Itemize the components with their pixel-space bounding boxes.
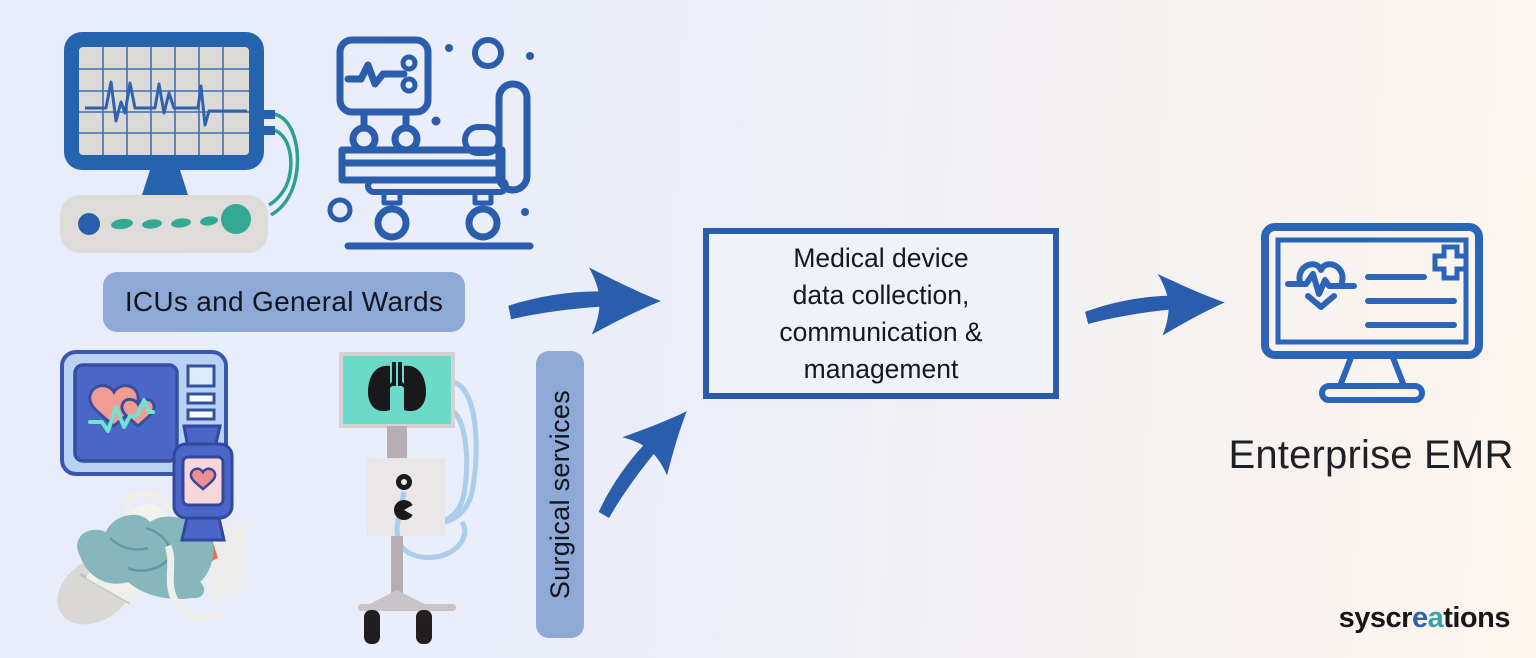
logo-letter-a: a — [1427, 602, 1444, 634]
ultrasound-probe-hand-illustration — [57, 490, 248, 625]
patient-monitor-illustration — [60, 32, 300, 253]
smartwatch-icon — [172, 424, 234, 542]
logo-text: syscr — [1338, 602, 1413, 634]
process-hub-line: management — [803, 353, 959, 384]
hub-to-emr-arrow — [1085, 274, 1225, 336]
logo-text: tions — [1443, 602, 1510, 634]
surgical-to-hub-arrow — [572, 392, 712, 518]
emr-monitor-icon — [1261, 223, 1483, 403]
icu-wards-label-text: ICUs and General Wards — [124, 286, 444, 317]
syscreations-logo: syscreations — [1338, 602, 1511, 635]
icu-to-hub-arrow — [508, 267, 661, 335]
process-hub-line: data collection, — [792, 279, 970, 310]
surgical-services-label: Surgical services — [536, 351, 584, 638]
process-hub-line: Medical device — [793, 242, 969, 273]
hospital-bed-illustration — [327, 36, 534, 250]
icu-wards-label: ICUs and General Wards — [103, 272, 465, 332]
vitals-monitor-watch-illustration — [57, 350, 248, 625]
heart-pulse-icon — [1285, 261, 1357, 310]
surgical-services-label-text: Surgical services — [544, 389, 575, 600]
enterprise-emr-label: Enterprise EMR — [1228, 433, 1514, 477]
logo-letter-e: e — [1411, 602, 1428, 634]
record-lines — [1365, 274, 1457, 328]
medical-cross-icon — [1432, 244, 1469, 281]
process-hub-box: Medical device data collection, communic… — [703, 228, 1059, 399]
ventilator-illustration — [339, 352, 479, 644]
process-hub-line: communication & — [779, 316, 983, 347]
